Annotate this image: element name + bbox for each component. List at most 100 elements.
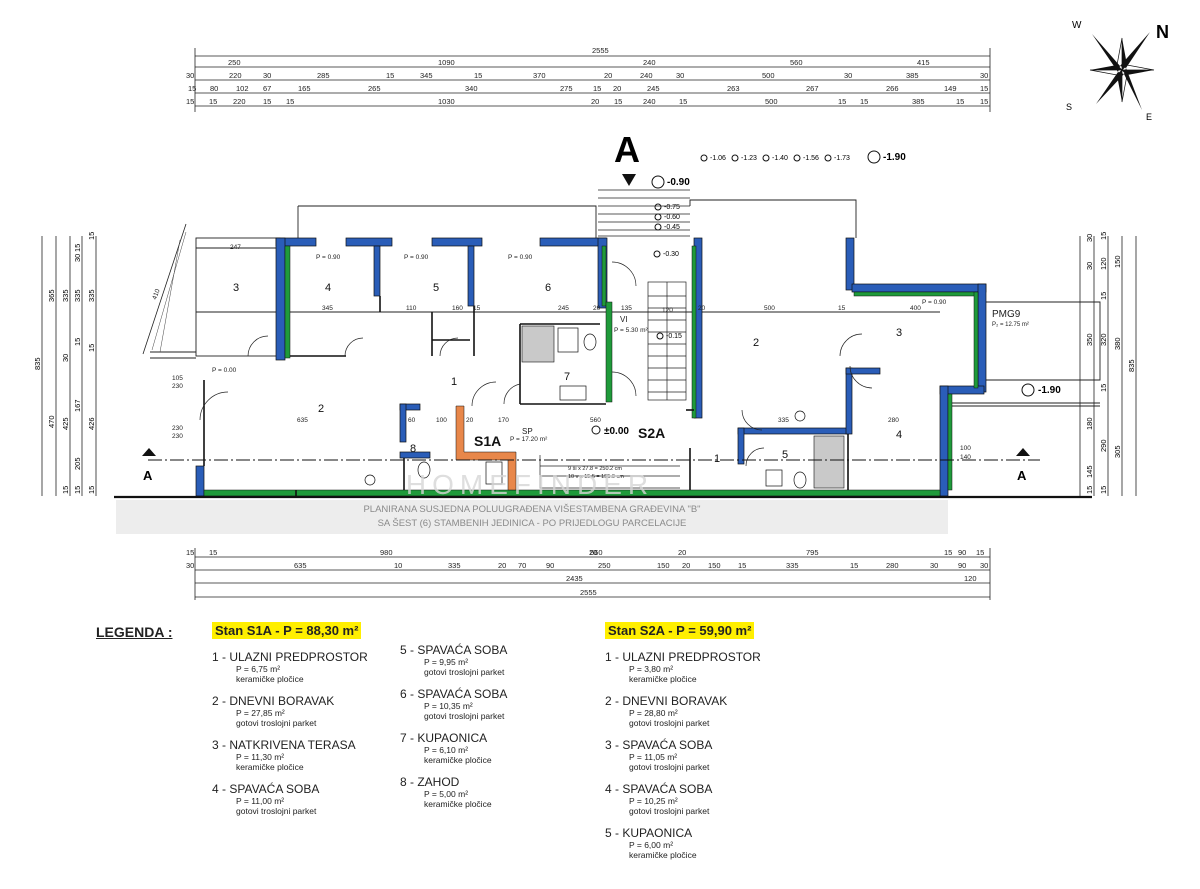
- dim-label: 500: [762, 71, 775, 80]
- watermark-brand: HOMEFINDER: [406, 469, 654, 500]
- svg-text:15: 15: [61, 486, 70, 494]
- svg-text:230: 230: [172, 433, 183, 440]
- dim-label: 15: [980, 84, 988, 93]
- svg-text:15: 15: [1099, 292, 1108, 300]
- bottom-dim-row1: 15 15 980 20 560 20 795 15 90 15: [186, 548, 984, 557]
- svg-text:2555: 2555: [580, 588, 597, 597]
- dim-label: 345: [420, 71, 433, 80]
- dim-label: 20: [591, 97, 599, 106]
- dim-label: 220: [229, 71, 242, 80]
- legend-item: 8 - ZAHOD P = 5,00 m² keramičke pločice: [400, 775, 492, 809]
- svg-text:280: 280: [886, 561, 899, 570]
- bathroom-tiles: [521, 325, 845, 489]
- svg-text:90: 90: [546, 561, 554, 570]
- room-number: 1: [714, 453, 720, 465]
- walls-blue: [195, 237, 987, 497]
- svg-text:15: 15: [87, 344, 96, 352]
- svg-text:335: 335: [786, 561, 799, 570]
- dim-label: 165: [298, 84, 311, 93]
- svg-text:426: 426: [87, 417, 96, 430]
- svg-text:835: 835: [33, 357, 42, 370]
- svg-text:635: 635: [297, 417, 308, 424]
- dim-label: 267: [806, 84, 819, 93]
- svg-text:290: 290: [1099, 439, 1108, 452]
- dim-label: 15: [593, 84, 601, 93]
- dim-label: 245: [647, 84, 660, 93]
- svg-text:335: 335: [778, 417, 789, 424]
- compass-w-label: W: [1072, 20, 1082, 31]
- svg-text:167: 167: [73, 399, 82, 412]
- dim-label: 385: [912, 97, 925, 106]
- interior-staircase: [539, 281, 687, 489]
- svg-text:15: 15: [209, 548, 217, 557]
- svg-text:90: 90: [958, 561, 966, 570]
- compass-n-label: N: [1156, 22, 1169, 42]
- svg-text:-0.90: -0.90: [667, 177, 690, 188]
- right-dimension-lines: [1079, 236, 1137, 496]
- svg-text:P = 0.90: P = 0.90: [922, 299, 947, 306]
- dim-label: 15: [474, 71, 482, 80]
- svg-text:795: 795: [806, 548, 819, 557]
- svg-text:15: 15: [73, 486, 82, 494]
- legend: LEGENDA : Stan S1A - P = 88,30 m² 1 - UL…: [0, 618, 1200, 889]
- svg-text:335: 335: [61, 289, 70, 302]
- svg-text:100: 100: [960, 445, 971, 452]
- dim-label: 15: [614, 97, 622, 106]
- dim-label: 2555: [592, 46, 609, 55]
- svg-text:350: 350: [1085, 333, 1094, 346]
- dim-label: 15: [956, 97, 964, 106]
- dim-label: 285: [317, 71, 330, 80]
- dim-label: 370: [533, 71, 546, 80]
- room-number: 3: [896, 327, 902, 339]
- dim-label: 15: [209, 97, 217, 106]
- legend-s2a-header: Stan S2A - P = 59,90 m²: [605, 622, 755, 639]
- dim-label: 263: [727, 84, 740, 93]
- svg-text:-1.06: -1.06: [710, 155, 726, 162]
- svg-text:10 v x 15.5 = 155.0 cm: 10 v x 15.5 = 155.0 cm: [568, 474, 624, 480]
- svg-text:245: 245: [558, 305, 569, 312]
- watermark-line1: PLANIRANA SUSJEDNA POLUUGRAĐENA VIŠESTAM…: [363, 504, 700, 515]
- svg-text:70: 70: [518, 561, 526, 570]
- svg-text:A: A: [143, 468, 153, 483]
- svg-text:247: 247: [230, 244, 241, 251]
- svg-text:205: 205: [73, 457, 82, 470]
- svg-text:150: 150: [1113, 255, 1122, 268]
- dim-label: 220: [233, 97, 246, 106]
- dim-label: 102: [236, 84, 249, 93]
- bottom-dim-row3: 2435 120: [566, 574, 977, 583]
- dim-label: 15: [980, 97, 988, 106]
- svg-text:635: 635: [294, 561, 307, 570]
- svg-text:400: 400: [910, 305, 921, 312]
- svg-text:20: 20: [678, 548, 686, 557]
- apartment-label-s2a: S2A: [638, 425, 665, 441]
- section-marker-top: A: [614, 129, 640, 170]
- svg-text:250: 250: [598, 561, 611, 570]
- svg-text:120: 120: [964, 574, 977, 583]
- svg-text:135: 135: [621, 305, 632, 312]
- svg-text:15: 15: [87, 486, 96, 494]
- svg-text:15: 15: [186, 548, 194, 557]
- svg-text:20: 20: [593, 305, 601, 312]
- top-dim-row4: 15 80 102 67 165 265 340 275 15 20 245 2…: [188, 84, 988, 93]
- room-number: 3: [233, 282, 239, 294]
- svg-text:P = 0.00: P = 0.00: [212, 367, 237, 374]
- svg-text:145: 145: [1085, 465, 1094, 478]
- bathroom-fixtures: [364, 327, 807, 489]
- svg-text:500: 500: [764, 305, 775, 312]
- svg-text:305: 305: [1113, 445, 1122, 458]
- svg-text:15: 15: [850, 561, 858, 570]
- svg-text:-1.23: -1.23: [741, 155, 757, 162]
- compass-s-label: S: [1066, 102, 1072, 112]
- watermark-line2: SA ŠEST (6) STAMBENIH JEDINICA - PO PRIJ…: [378, 518, 687, 529]
- svg-text:230: 230: [172, 383, 183, 390]
- legend-s1a-col2: 5 - SPAVAĆA SOBA P = 9,95 m² gotovi tros…: [400, 643, 507, 809]
- svg-text:15: 15: [838, 305, 846, 312]
- watermark-band: [116, 500, 948, 534]
- legend-item: 4 - SPAVAĆA SOBA P = 11,00 m² gotovi tro…: [212, 782, 320, 816]
- bottom-dimension-lines: [194, 548, 991, 600]
- svg-text:P = 0.90: P = 0.90: [508, 254, 533, 261]
- svg-text:15: 15: [73, 244, 82, 252]
- dim-label: 30: [676, 71, 684, 80]
- svg-text:335: 335: [448, 561, 461, 570]
- svg-text:15: 15: [1099, 232, 1108, 240]
